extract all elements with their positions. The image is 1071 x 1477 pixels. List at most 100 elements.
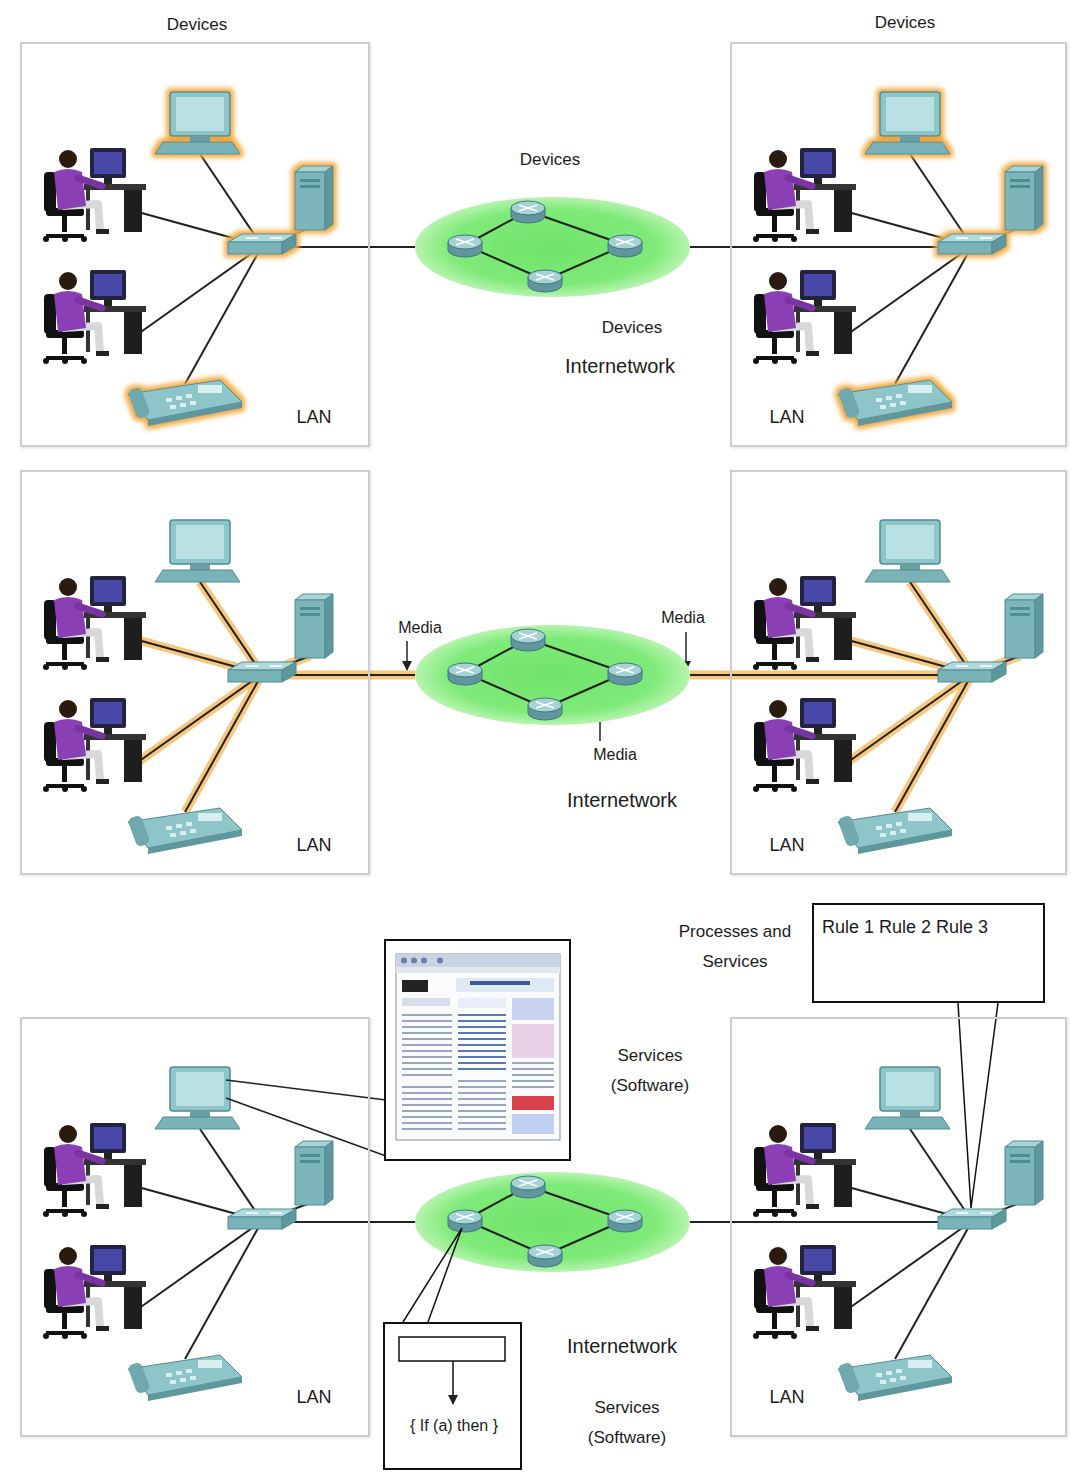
user-workstation	[43, 698, 146, 792]
network-link	[370, 1221, 415, 1223]
logic-callout: { If (a) then }	[383, 1322, 522, 1470]
network-devices	[837, 1067, 1043, 1401]
text-slot: { If (a) then }	[410, 1416, 498, 1435]
network-devices	[127, 520, 333, 854]
connector-group	[690, 1222, 730, 1223]
text-slot: Internetwork	[565, 354, 675, 378]
label-slot: Services (Software)	[572, 1393, 682, 1453]
user-workstation	[43, 576, 146, 670]
cloud-shape	[415, 1172, 690, 1272]
label-slot: Media	[398, 618, 442, 637]
user-workstation	[753, 270, 856, 364]
lan-illustration	[753, 520, 1043, 854]
lan-cables	[848, 154, 1020, 384]
network-link	[690, 246, 730, 248]
internetwork-cloud: Internetwork	[415, 625, 690, 725]
callout-pointer	[958, 1003, 998, 1208]
lan-cables	[138, 1129, 310, 1359]
cloud-outline	[415, 1172, 690, 1272]
lan-box: LAN	[20, 470, 370, 875]
box-label: LAN	[769, 407, 804, 427]
lan-cables	[138, 154, 310, 384]
box-label: LAN	[296, 1387, 331, 1407]
connector-group	[370, 247, 415, 248]
internetwork-cloud: Internetwork	[415, 197, 690, 297]
lan-illustration	[753, 92, 1043, 426]
user-workstation	[43, 148, 146, 242]
connector-group	[690, 247, 730, 248]
text-slot: LAN	[769, 1387, 804, 1409]
media-glow	[848, 582, 1020, 812]
label-slot: Devices	[520, 150, 580, 170]
network-devices	[837, 520, 1043, 854]
media-glow	[370, 671, 415, 680]
lan-box: DevicesLAN	[730, 42, 1067, 447]
text-slot: Internetwork	[567, 1334, 677, 1358]
lan-illustration	[753, 1067, 1043, 1401]
annotation: Devices	[602, 318, 662, 337]
text-slot: LAN	[296, 835, 331, 857]
lan-box: LAN	[20, 1017, 370, 1437]
label-slot: Services (Software)	[595, 1041, 705, 1101]
router-icon	[511, 1176, 545, 1198]
internetwork-cloud: Internetwork	[415, 1172, 690, 1272]
media-glow	[138, 582, 310, 812]
lan-box: DevicesLAN	[20, 42, 370, 447]
lan-illustration	[43, 1067, 333, 1401]
user-workstation	[753, 576, 856, 670]
user-workstation	[753, 1245, 856, 1339]
network-link	[690, 1221, 730, 1223]
router-icon	[608, 235, 642, 257]
user-workstation	[43, 1123, 146, 1217]
text-slot: Rule 1 Rule 2 Rule 3	[822, 917, 988, 939]
box-label: LAN	[296, 407, 331, 427]
router-icon	[528, 1245, 562, 1267]
user-workstation	[753, 148, 856, 242]
router-icon	[608, 663, 642, 685]
lan-cables	[848, 582, 1020, 812]
label-slot: Processes and Services	[670, 917, 800, 977]
lan-cables	[138, 582, 310, 812]
connector-group	[690, 675, 730, 676]
user-workstation	[43, 270, 146, 364]
router-icon	[511, 629, 545, 651]
rule-callout: Rule 1 Rule 2 Rule 3	[812, 903, 1045, 1003]
user-workstation	[753, 698, 856, 792]
annotation: Media	[398, 619, 442, 636]
text-slot: Internetwork	[567, 788, 677, 812]
text-slot: Devices	[167, 15, 227, 35]
lan-illustration	[43, 92, 333, 426]
network-link	[370, 674, 415, 676]
text-slot: LAN	[296, 407, 331, 429]
network-link	[690, 674, 730, 676]
network-name: Internetwork	[567, 1335, 677, 1357]
annotation: Media	[661, 609, 705, 626]
cloud-shape	[415, 625, 690, 725]
box-label: LAN	[296, 835, 331, 855]
user-workstation	[753, 1123, 856, 1217]
callout-text: Rule 1 Rule 2 Rule 3	[822, 917, 988, 937]
label-slot: Media	[593, 745, 637, 764]
lan-illustration	[43, 520, 333, 854]
router-icon	[528, 698, 562, 720]
annotation: Services (Software)	[588, 1398, 666, 1447]
label-slot: Media	[661, 608, 705, 627]
box-label: LAN	[769, 1387, 804, 1407]
network-name: Internetwork	[567, 789, 677, 811]
lan-cables	[848, 1129, 1020, 1359]
text-slot: LAN	[769, 407, 804, 429]
annotation: Media	[593, 746, 637, 763]
text-slot: LAN	[769, 835, 804, 857]
user-workstation	[43, 1245, 146, 1339]
network-link	[370, 246, 415, 248]
cloud-shape	[415, 197, 690, 297]
router-icon	[608, 1210, 642, 1232]
media-glow	[690, 671, 730, 680]
router-icon	[528, 270, 562, 292]
router-icon	[448, 1210, 482, 1232]
connector-group	[370, 1222, 415, 1223]
